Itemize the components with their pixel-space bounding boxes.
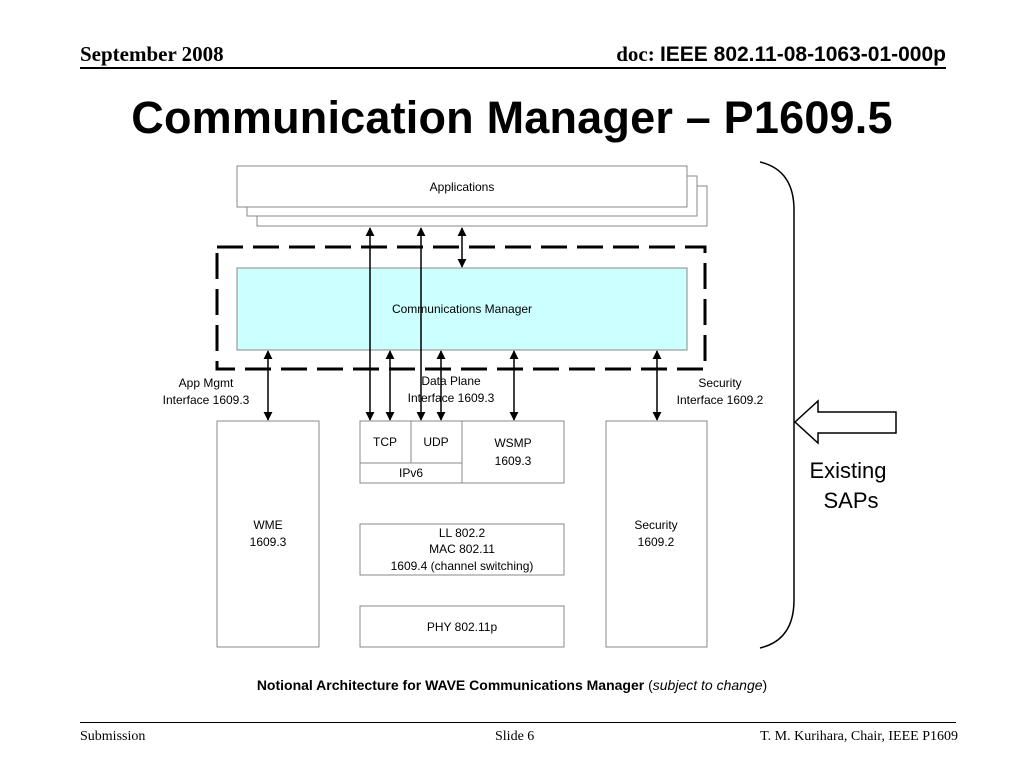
ll-label-line3: 1609.4 (channel switching)	[391, 559, 534, 573]
caption-open-paren: (	[644, 677, 653, 693]
security-label-line1: Security	[634, 518, 677, 532]
data-plane-label-line2: Interface 1609.3	[408, 391, 495, 405]
caption-bold-text: Notional Architecture for WAVE Communica…	[256, 677, 645, 693]
header-rule	[80, 67, 946, 69]
wme-label-line2: 1609.3	[250, 535, 287, 549]
header-date: September 2008	[80, 42, 224, 66]
header-doc-prefix: doc:	[616, 42, 660, 66]
udp-label: UDP	[423, 435, 448, 449]
header-doc-id: doc: IEEE 802.11-08-1063-01-000p	[616, 42, 946, 67]
security-label-line2: 1609.2	[638, 535, 675, 549]
wsmp-label-line1: WSMP	[494, 436, 531, 450]
existing-saps-label-line2: SAPs	[823, 488, 878, 513]
figure-caption: Notional Architecture for WAVE Communica…	[0, 677, 1024, 693]
app-mgmt-label-line1: App Mgmt	[179, 376, 234, 390]
caption-italic-text: subject to change	[652, 677, 763, 693]
ll-label-line2: MAC 802.11	[429, 542, 495, 556]
applications-label: Applications	[430, 180, 495, 194]
wme-box	[216, 420, 320, 648]
footer-submission: Submission	[80, 729, 146, 744]
security-interface-label-line2: Interface 1609.2	[677, 393, 764, 407]
ipv6-label: IPv6	[399, 466, 423, 480]
phy-label: PHY 802.11p	[427, 620, 498, 634]
app-mgmt-label-line2: Interface 1609.3	[163, 393, 250, 407]
existing-saps-label-line1: Existing	[809, 458, 886, 483]
communications-manager-label: Communications Manager	[392, 302, 532, 316]
tcp-label: TCP	[373, 435, 397, 449]
applications-box	[236, 165, 688, 208]
ll-label-line1: LL 802.2	[439, 526, 486, 540]
security-box	[605, 420, 708, 648]
caption-close-paren: )	[762, 677, 768, 693]
wme-label-line1: WME	[253, 518, 282, 532]
phy-box	[359, 605, 565, 648]
existing-saps-brace	[759, 161, 795, 649]
existing-saps-arrow-icon	[793, 399, 897, 445]
ll-mac-box	[359, 523, 565, 576]
footer-rule	[80, 722, 956, 723]
security-interface-label-line1: Security	[698, 376, 741, 390]
data-plane-label-line1: Data Plane	[421, 374, 481, 388]
communications-manager-box	[236, 267, 688, 351]
wsmp-label-line2: 1609.3	[495, 454, 532, 468]
comm-manager-dashed-boundary	[215, 245, 707, 371]
footer-slide-number: Slide 6	[495, 729, 535, 744]
footer-author: T. M. Kurihara, Chair, IEEE P1609	[760, 729, 958, 744]
header-doc-number: IEEE 802.11-08-1063-01-000p	[659, 43, 946, 66]
slide-title: Communication Manager – P1609.5	[131, 92, 893, 143]
